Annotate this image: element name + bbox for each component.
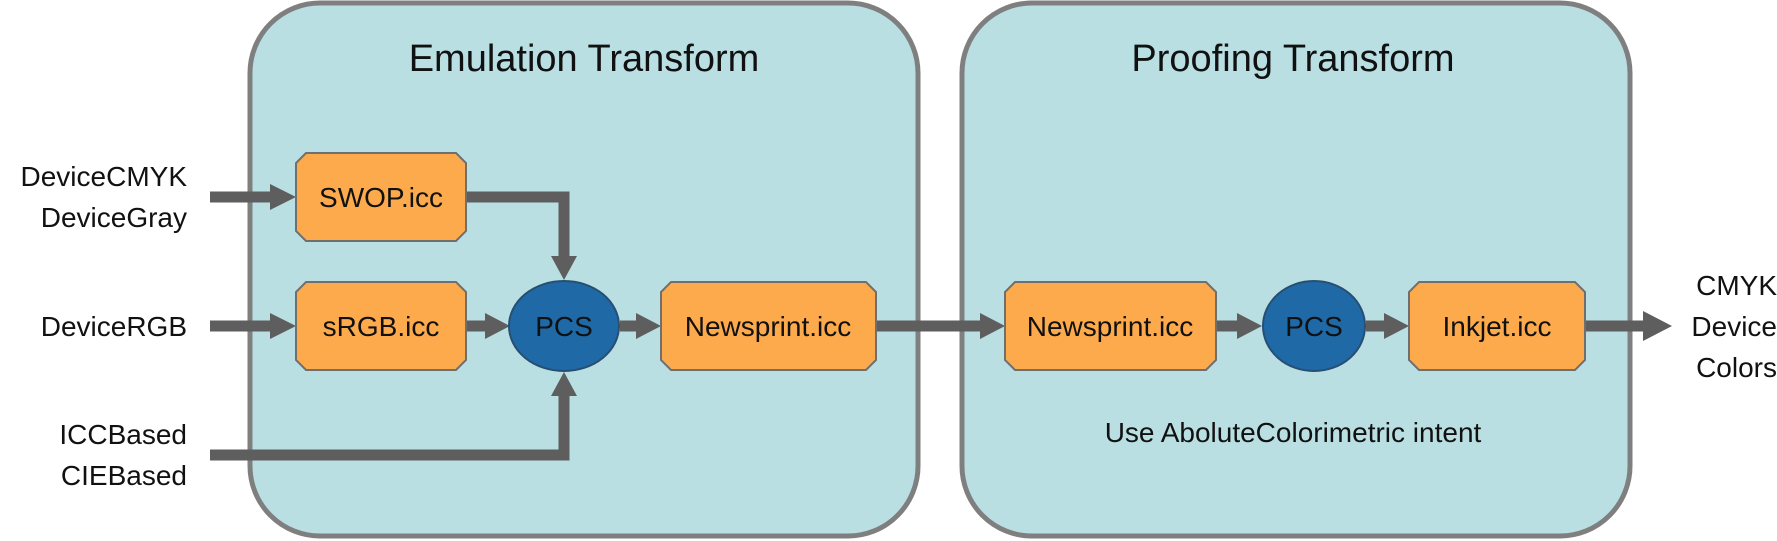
pcs-emulation-ellipse (508, 280, 620, 372)
output-label-cmyk: CMYK (1696, 270, 1777, 301)
connectors (210, 184, 1672, 461)
arrowhead-srgb (270, 313, 296, 339)
arrowhead-newsprint-emulation (636, 313, 661, 339)
connector-icc-to-pcs (210, 394, 570, 461)
output-labels: CMYK Device Colors (1691, 270, 1777, 383)
pcs-proofing-node: PCS (1262, 280, 1366, 372)
input-label-devicegray: DeviceGray (41, 202, 187, 233)
swop-label: SWOP.icc (319, 182, 443, 213)
emulation-panel-background (247, 0, 921, 539)
emulation-transform-panel: Emulation Transform (247, 0, 921, 539)
proofing-transform-panel: Proofing Transform (959, 0, 1633, 539)
input-labels: DeviceCMYK DeviceGray DeviceRGB ICCBased… (21, 161, 188, 491)
arrowhead-pcs-top (551, 256, 577, 280)
input-label-devicecmyk: DeviceCMYK (21, 161, 188, 192)
newsprint-emulation-box: Newsprint.icc (660, 281, 877, 371)
connector-swop-to-pcs (466, 191, 570, 258)
arrowhead-pcs-left (485, 313, 510, 339)
inkjet-label: Inkjet.icc (1443, 311, 1552, 342)
pcs-proofing-ellipse (1262, 280, 1366, 372)
inkjet-profile-box: Inkjet.icc (1408, 281, 1586, 371)
output-label-device: Device (1691, 311, 1777, 342)
srgb-profile-box: sRGB.icc (295, 281, 467, 371)
newsprint-proofing-box: Newsprint.icc (1004, 281, 1217, 371)
proofing-panel-background (959, 0, 1633, 539)
srgb-box-shape (295, 281, 467, 371)
newsprint-proofing-label: Newsprint.icc (1027, 311, 1193, 342)
arrowhead-pcs-bottom (551, 372, 577, 396)
swop-box-shape (295, 152, 467, 242)
pcs-emulation-node: PCS (508, 280, 620, 372)
proofing-panel-title: Proofing Transform (1131, 38, 1454, 80)
proofing-intent-note: Use AboluteColorimetric intent (1105, 417, 1482, 448)
newsprint-proofing-box-shape (1004, 281, 1217, 371)
arrowhead-newsprint-proofing (980, 313, 1005, 339)
swop-profile-box: SWOP.icc (295, 152, 467, 242)
newsprint-emulation-label: Newsprint.icc (685, 311, 851, 342)
emulation-panel-title: Emulation Transform (409, 38, 760, 80)
output-label-colors: Colors (1696, 352, 1777, 383)
pcs-proofing-label: PCS (1285, 311, 1343, 342)
inkjet-box-shape (1408, 281, 1586, 371)
input-label-devicergb: DeviceRGB (41, 311, 187, 342)
input-label-iccbased: ICCBased (59, 419, 187, 450)
arrowhead-swop (270, 184, 296, 210)
arrowhead-output (1643, 311, 1672, 341)
arrowhead-inkjet (1384, 313, 1409, 339)
srgb-label: sRGB.icc (323, 311, 440, 342)
arrowhead-pcs-proofing (1237, 313, 1262, 339)
newsprint-emulation-box-shape (660, 281, 877, 371)
pcs-emulation-label: PCS (535, 311, 593, 342)
input-label-ciebased: CIEBased (61, 460, 187, 491)
